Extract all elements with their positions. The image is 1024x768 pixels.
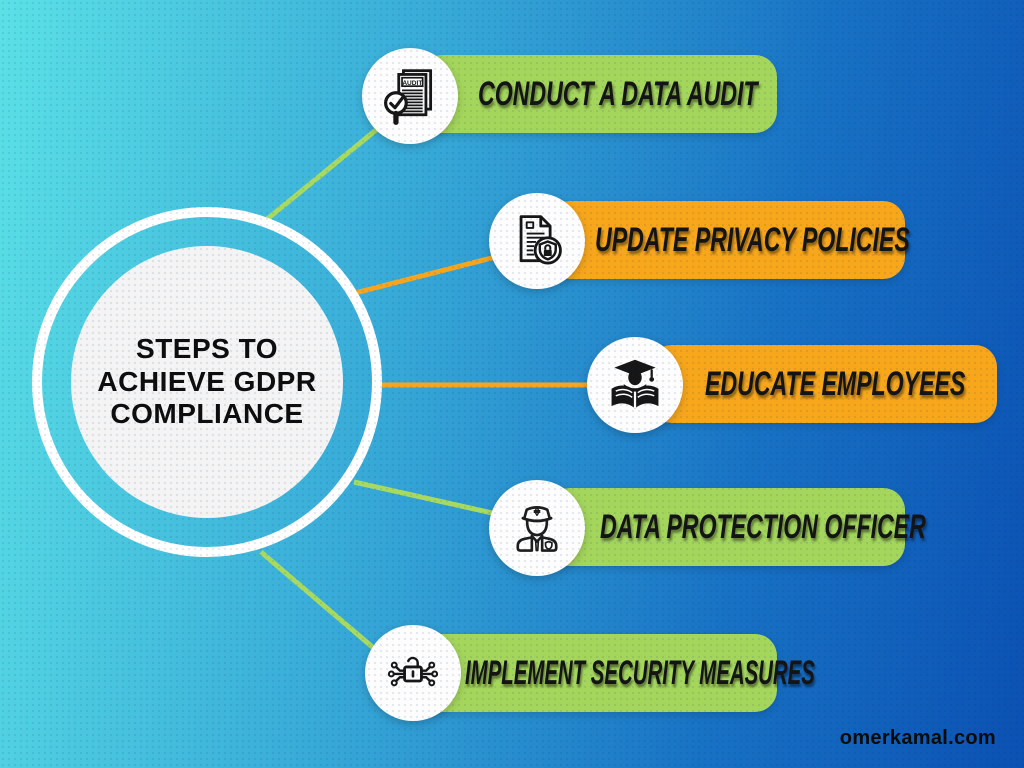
graduate-open-book-icon xyxy=(611,359,659,409)
step-pill-protection-officer: DATA PROTECTION OFFICER xyxy=(548,488,926,566)
center-circle-ring: STEPS TO ACHIEVE GDPR COMPLIANCE xyxy=(32,207,382,557)
police-officer-badge-icon xyxy=(516,506,558,552)
center-circle: STEPS TO ACHIEVE GDPR COMPLIANCE xyxy=(71,246,343,518)
watermark-text: omerkamal.com xyxy=(839,727,996,749)
icon-circle-data-audit: AUDIT xyxy=(362,48,458,144)
step-pill-privacy-policies: UPDATE PRIVACY POLICIES xyxy=(548,201,910,279)
audit-magnifier-icon: AUDIT xyxy=(384,69,433,125)
step-pill-security-measures: IMPLEMENT SECURITY MEASURES xyxy=(420,634,815,712)
padlock-circuit-icon xyxy=(387,656,439,687)
document-shield-lock-icon xyxy=(519,215,562,265)
title-line-1: STEPS TO xyxy=(136,333,278,365)
icon-circle-educate-employees xyxy=(587,337,683,433)
icon-circle-protection-officer xyxy=(489,480,585,576)
step-label-protection-officer: DATA PROTECTION OFFICER xyxy=(600,507,926,546)
step-label-privacy-policies: UPDATE PRIVACY POLICIES xyxy=(595,220,910,259)
title-line-2: ACHIEVE GDPR xyxy=(97,365,317,397)
title-line-3: COMPLIANCE xyxy=(110,398,304,430)
audit-icon-label: AUDIT xyxy=(402,80,422,87)
icon-circle-privacy-policies xyxy=(489,193,585,289)
connector-officer xyxy=(353,479,511,520)
connector-privacy xyxy=(354,249,516,296)
step-label-security-measures: IMPLEMENT SECURITY MEASURES xyxy=(465,653,815,692)
infographic-title: STEPS TO ACHIEVE GDPR COMPLIANCE xyxy=(97,333,316,430)
step-pill-educate-employees: EDUCATE EMPLOYEES xyxy=(650,345,997,423)
step-label-educate-employees: EDUCATE EMPLOYEES xyxy=(705,364,966,403)
step-pill-data-audit: CONDUCT A DATA AUDIT xyxy=(420,55,777,133)
icon-circle-security-measures xyxy=(365,625,461,721)
connector-security xyxy=(259,550,392,664)
step-label-data-audit: CONDUCT A DATA AUDIT xyxy=(478,74,758,113)
